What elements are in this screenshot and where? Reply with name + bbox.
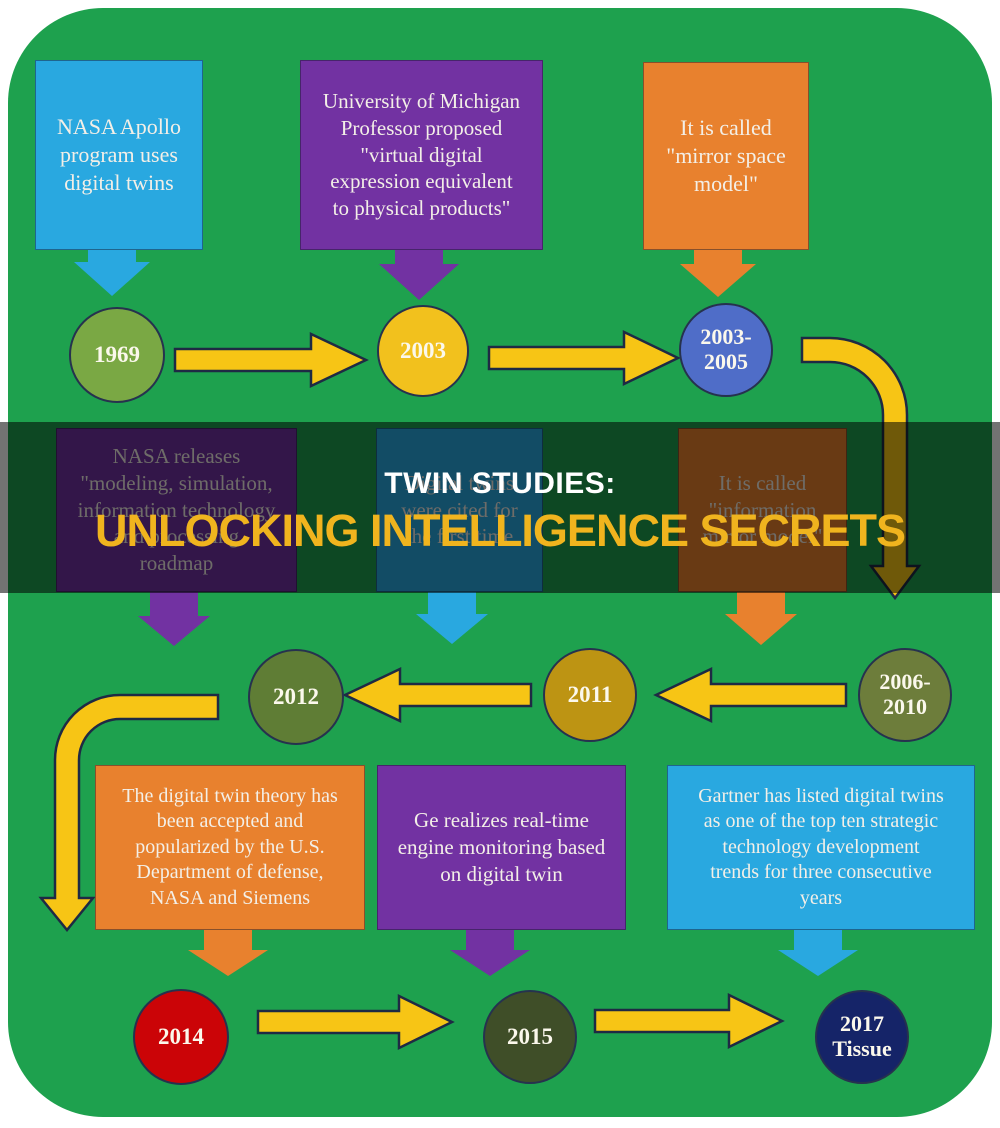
arrow-1969-to-2003 [173, 332, 369, 388]
box-gartner-trends: Gartner has listed digital twins as one … [667, 765, 975, 930]
down-arrow-orange-2014 [188, 930, 268, 976]
circle-2011: 2011 [543, 648, 637, 742]
down-arrow-blue-2017 [778, 930, 858, 976]
circle-2015: 2015 [483, 990, 577, 1084]
box-mirror-space-model: It is called "mirror space model" [643, 62, 809, 250]
box-ge-engine-monitoring: Ge realizes real-time engine monitoring … [377, 765, 626, 930]
title-banner-overlay: TWIN STUDIES: UNLOCKING INTELLIGENCE SEC… [0, 422, 1000, 593]
circle-2012: 2012 [248, 649, 344, 745]
circle-2006-2010: 2006- 2010 [858, 648, 952, 742]
arrow-2014-to-2015 [256, 993, 455, 1051]
box-university-michigan: University of Michigan Professor propose… [300, 60, 543, 250]
banner-subtitle: UNLOCKING INTELLIGENCE SECRETS [94, 504, 906, 556]
arrow-2011-to-2012 [342, 667, 533, 723]
arrow-curve-left-down [38, 693, 220, 932]
arrow-2006-2010-to-2011 [653, 667, 848, 723]
arrow-2015-to-2017 [593, 992, 785, 1050]
down-arrow-purple-2003 [379, 246, 459, 300]
circle-2003: 2003 [377, 305, 469, 397]
down-arrow-blue-2011 [416, 592, 488, 644]
circle-1969: 1969 [69, 307, 165, 403]
down-arrow-orange-2003-2005 [680, 248, 756, 297]
arrow-2003-to-2003-2005 [487, 330, 681, 386]
banner-title: TWIN STUDIES: [384, 466, 616, 500]
box-digital-twin-theory: The digital twin theory has been accepte… [95, 765, 365, 930]
down-arrow-purple-2012 [138, 592, 210, 646]
box-nasa-apollo: NASA Apollo program uses digital twins [35, 60, 203, 250]
circle-2003-2005: 2003- 2005 [679, 303, 773, 397]
circle-2017-tissue: 2017 Tissue [815, 990, 909, 1084]
down-arrow-blue-1969 [74, 246, 150, 296]
down-arrow-purple-2015 [450, 930, 530, 976]
down-arrow-orange-2006-2010 [725, 592, 797, 645]
circle-2014: 2014 [133, 989, 229, 1085]
